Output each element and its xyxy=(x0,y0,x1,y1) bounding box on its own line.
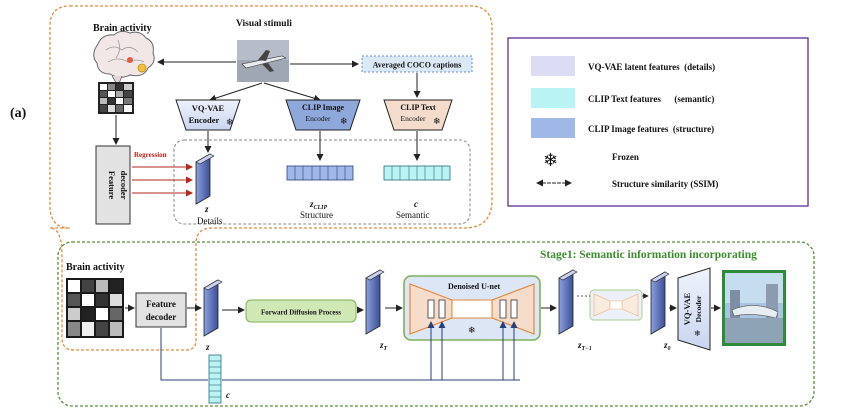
forward-diffusion-label: Forward Diffusion Process xyxy=(261,309,341,317)
svg-text:Encoder: Encoder xyxy=(189,115,220,125)
zT1-label: zT−1 xyxy=(577,340,592,352)
captions-box xyxy=(361,55,473,73)
stage1-region-border xyxy=(57,241,815,407)
zT-label: zT xyxy=(379,340,388,352)
svg-text:Decoder: Decoder xyxy=(694,295,703,322)
top-fmri-grid xyxy=(98,82,134,114)
zclip-label: zCLIP xyxy=(309,199,328,211)
snowflake-icon: ❄ xyxy=(340,116,348,126)
legend-label-vqvae: VQ-VAE latent features (details) xyxy=(588,62,715,72)
bottom-feature-decoder-label: Feature xyxy=(146,299,176,309)
top-feature-decoder: Feature decoder xyxy=(95,145,131,225)
unet-shape: ❄ xyxy=(409,283,535,335)
svg-text:VQ-VAE: VQ-VAE xyxy=(682,292,692,325)
z0-slab xyxy=(650,271,670,335)
snowflake-icon: ❄ xyxy=(226,117,234,127)
bottom-feature-decoder xyxy=(135,292,187,328)
clip-image-encoder: CLIP Image Encoder ❄ xyxy=(285,99,361,131)
legend-swatch-clip-text xyxy=(531,88,575,108)
svg-text:Encoder: Encoder xyxy=(306,114,331,123)
forward-diffusion-box xyxy=(245,299,357,323)
svg-text:VQ-VAE: VQ-VAE xyxy=(192,103,225,113)
legend-label-clip-text: CLIP Text features (semantic) xyxy=(588,94,714,104)
snowflake-icon: ❄ xyxy=(543,150,558,170)
svg-text:Feature: Feature xyxy=(107,171,117,199)
stage1-title: Stage1: Semantic information incorporati… xyxy=(540,249,757,261)
snowflake-icon: ❄ xyxy=(694,329,701,338)
z-latent-slab xyxy=(195,153,215,205)
visual-stimuli-label: Visual stimuli xyxy=(236,19,292,29)
conditioning-lines xyxy=(160,321,520,381)
airplane-image xyxy=(237,40,289,82)
top-brain-activity-label: Brain activity xyxy=(93,23,152,34)
vqvae-decoder: VQ-VAE Decoder ❄ xyxy=(677,267,711,351)
latent-region xyxy=(173,139,471,225)
unet-label: Denoised U-net xyxy=(448,282,501,291)
bottom-fmri-grid xyxy=(66,278,124,338)
zT1-slab xyxy=(558,269,578,335)
legend-swatch-vqvae xyxy=(531,56,575,76)
bottom-c-label: c xyxy=(226,390,230,400)
legend-label-clip-image: CLIP Image features (structure) xyxy=(588,124,714,134)
reconstructed-image xyxy=(722,270,786,346)
bottom-c-vector xyxy=(208,354,222,404)
captions-label: Averaged COCO captions xyxy=(373,61,462,70)
c-caption: Semantic xyxy=(396,210,430,220)
bottom-z-label: z xyxy=(205,342,210,352)
arrow-image-to-clip-image xyxy=(263,82,321,102)
legend-swatch-clip-image xyxy=(531,118,575,138)
legend-label-ssim: Structure similarity (SSIM) xyxy=(612,179,718,189)
regression-label: Regression xyxy=(134,151,167,159)
svg-text:CLIP Text: CLIP Text xyxy=(400,103,436,112)
snowflake-icon: ❄ xyxy=(468,325,476,335)
clip-text-encoder: CLIP Text Encoder ❄ xyxy=(383,99,453,131)
legend-label-frozen: Frozen xyxy=(612,152,639,162)
faded-unet xyxy=(589,289,643,321)
bottom-brain-activity-label: Brain activity xyxy=(66,262,125,273)
c-feature-vector xyxy=(383,165,451,181)
svg-text:CLIP Image: CLIP Image xyxy=(302,103,344,112)
svg-text:Encoder: Encoder xyxy=(401,114,426,123)
z-label: z xyxy=(204,204,209,214)
z-caption: Details xyxy=(197,216,223,226)
bottom-z-slab xyxy=(203,279,223,337)
brain-icon xyxy=(93,30,155,87)
bottom-feature-decoder-label: decoder xyxy=(146,312,177,322)
z0-label: z0 xyxy=(663,340,671,352)
arrow-image-to-vqvae xyxy=(209,82,263,102)
svg-text:decoder: decoder xyxy=(119,171,129,200)
zclip-feature-vector xyxy=(286,165,354,181)
zT-slab xyxy=(365,269,385,335)
top-region-border xyxy=(49,5,493,351)
snowflake-icon: ❄ xyxy=(433,116,441,126)
vqvae-encoder: VQ-VAE Encoder ❄ xyxy=(175,99,241,131)
panel-label: (a) xyxy=(10,106,27,121)
zclip-caption: Structure xyxy=(300,210,333,220)
c-label: c xyxy=(414,199,418,209)
